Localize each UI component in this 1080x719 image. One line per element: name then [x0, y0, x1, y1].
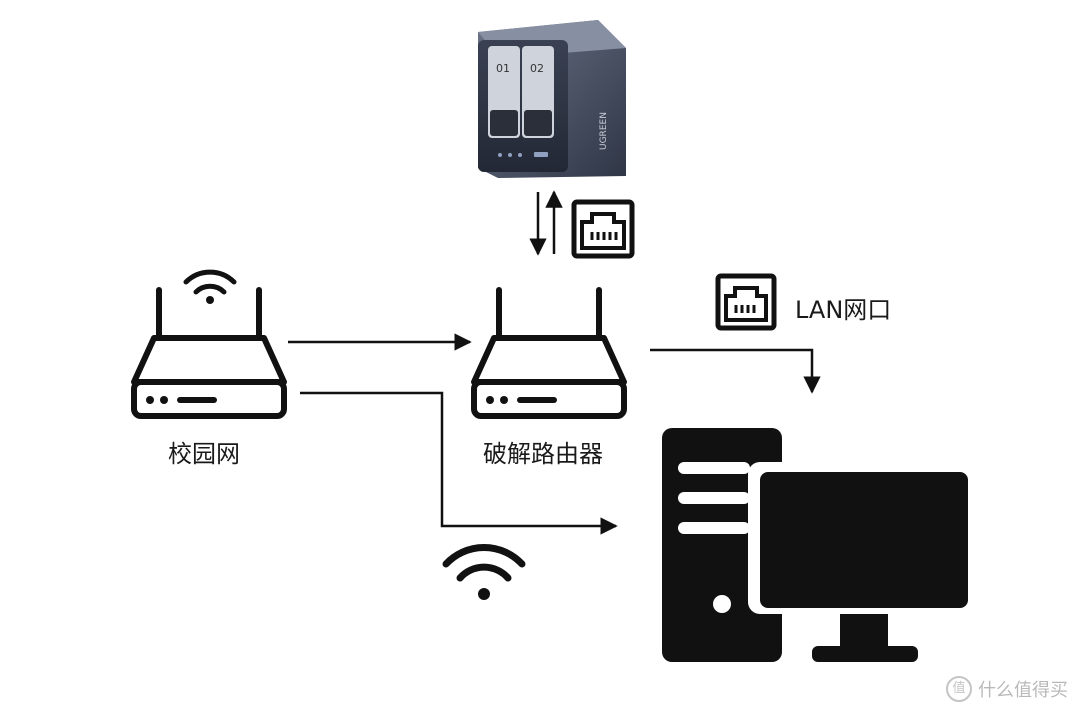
arrow-campus-to-pc [300, 391, 618, 535]
ethernet-port-icon [715, 273, 777, 331]
watermark-text: 什么值得买 [978, 680, 1068, 701]
router-icon [131, 287, 287, 419]
arrow-router-to-pc [650, 348, 821, 394]
wifi-icon [442, 544, 526, 600]
desktop-pc-icon [662, 428, 978, 662]
watermark-badge: 值 [946, 676, 972, 702]
nas-icon: 01 02 UGREEN [478, 20, 626, 178]
nas-brand: UGREEN [599, 112, 609, 150]
nas-bay-1-label: 01 [496, 62, 510, 75]
router-icon [471, 287, 627, 419]
wifi-icon [183, 269, 237, 304]
nas-bay-2-label: 02 [530, 62, 544, 75]
campus-network-label: 校园网 [168, 440, 240, 468]
lan-port-label: LAN网口 [795, 296, 892, 324]
ethernet-port-icon [571, 199, 635, 259]
watermark: 值 什么值得买 [946, 676, 1068, 702]
cracked-router-label: 破解路由器 [483, 440, 603, 468]
